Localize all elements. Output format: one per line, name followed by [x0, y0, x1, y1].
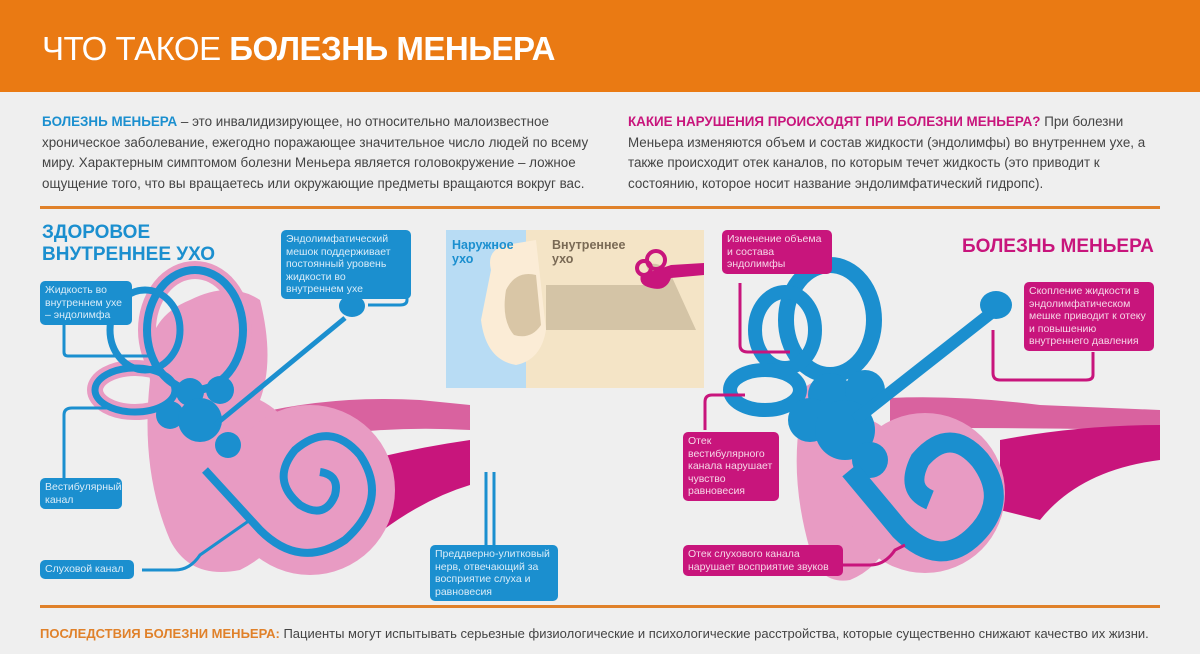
intro-disorders: КАКИЕ НАРУШЕНИЯ ПРОИСХОДЯТ ПРИ БОЛЕЗНИ М… [628, 114, 1146, 191]
page-title: ЧТО ТАКОЕ БОЛЕЗНЬ МЕНЬЕРА [42, 30, 555, 67]
outer-ear-label: Наружное ухо [452, 238, 514, 266]
callout-vestibulocochlear-nerve: Преддверно-улитковый нерв, отвечающий за… [430, 545, 558, 601]
menieres-title: БОЛЕЗНЬ МЕНЬЕРА [962, 236, 1154, 257]
callout-vestibular-swelling: Отек вестибулярного канала нарушает чувс… [683, 432, 779, 501]
inner-ear-label: Внутреннее ухо [552, 238, 626, 266]
section-divider-top [40, 206, 1160, 209]
consequences-text: ПОСЛЕДСТВИЯ БОЛЕЗНИ МЕНЬЕРА: Пациенты мо… [40, 626, 1149, 641]
ear-anatomy-graphic [446, 230, 704, 388]
callout-auditory-canal: Слуховой канал [40, 560, 134, 579]
intro-disorders-lead: КАКИЕ НАРУШЕНИЯ ПРОИСХОДЯТ ПРИ БОЛЕЗНИ М… [628, 114, 1041, 129]
consequences-lead: ПОСЛЕДСТВИЯ БОЛЕЗНИ МЕНЬЕРА: [40, 626, 280, 641]
healthy-ear-title: ЗДОРОВОЕ ВНУТРЕННЕЕ УХО [42, 222, 216, 265]
callout-endolymph: Жидкость во внутреннем ухе – эндолимфа [40, 281, 132, 325]
callout-vestibular-canal: Вестибулярный канал [40, 478, 122, 509]
callout-auditory-swelling: Отек слухового канала нарушает восприяти… [683, 545, 843, 576]
callout-endolymph-change: Изменение объема и состава эндолимфы [722, 230, 832, 274]
section-divider-bottom [40, 605, 1160, 608]
intro-definition: БОЛЕЗНЬ МЕНЬЕРА – это инвалидизирующее, … [42, 114, 589, 191]
intro-definition-lead: БОЛЕЗНЬ МЕНЬЕРА [42, 114, 178, 129]
ear-overview-illustration: Наружное ухо Внутреннее ухо [446, 230, 704, 388]
header-banner: ЧТО ТАКОЕ БОЛЕЗНЬ МЕНЬЕРА [0, 0, 1200, 92]
callout-endolymphatic-sac: Эндолимфатический мешок поддерживает пос… [281, 230, 411, 299]
callout-sac-swelling: Скопление жидкости в эндолимфатическом м… [1024, 282, 1154, 351]
